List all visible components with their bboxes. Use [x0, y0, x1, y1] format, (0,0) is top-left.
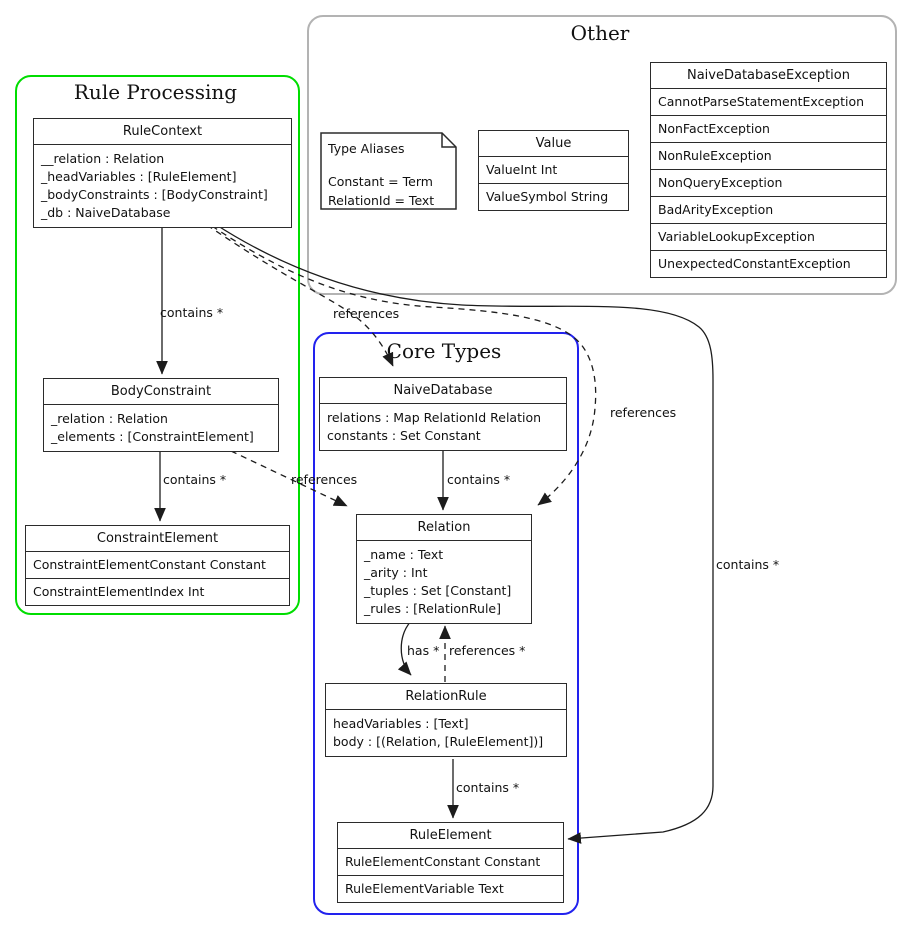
group-rule-processing: [15, 75, 300, 615]
edge-label-contains: contains *: [447, 472, 511, 487]
class-rulecontext: RuleContext __relation : Relation _headV…: [33, 118, 292, 228]
field: _elements : [ConstraintElement]: [51, 429, 254, 444]
class-fields: _name : Text _arity : Int _tuples : Set …: [357, 541, 531, 623]
class-title: RuleElement: [338, 823, 563, 849]
variant-row: VariableLookupException: [651, 223, 886, 250]
note-type-aliases: Type Aliases Constant = Term RelationId …: [328, 139, 453, 210]
field: headVariables : [Text]: [333, 716, 469, 731]
group-other: [307, 15, 897, 295]
group-title-other: Other: [570, 21, 630, 45]
class-fields: headVariables : [Text] body : [(Relation…: [326, 710, 566, 756]
variant-row: ConstraintElementConstant Constant: [33, 557, 266, 572]
edge-label-contains: contains *: [456, 780, 520, 795]
note-fold-icon: [441, 133, 456, 148]
edge-label-contains: contains *: [160, 305, 224, 320]
field: _name : Text: [364, 547, 444, 562]
class-ruleelement: RuleElement RuleElementConstant Constant…: [337, 822, 564, 903]
variant-row: ValueSymbol String: [479, 183, 628, 210]
class-fields: _relation : Relation _elements : [Constr…: [44, 405, 278, 451]
field: __relation : Relation: [41, 151, 165, 166]
class-title: BodyConstraint: [44, 379, 278, 405]
edge-label-contains: contains *: [163, 472, 227, 487]
class-relation: Relation _name : Text _arity : Int _tupl…: [356, 514, 532, 624]
class-title: Value: [479, 131, 628, 157]
class-title: ConstraintElement: [26, 526, 289, 552]
variant-row: CannotParseStatementException: [658, 94, 865, 109]
variant-row: NonRuleException: [651, 142, 886, 169]
edge-label-contains: contains *: [716, 557, 780, 572]
variant-row: RuleElementVariable Text: [338, 875, 563, 902]
field: relations : Map RelationId Relation: [327, 410, 542, 425]
edge-rulecontext-ruleelement-contains: [214, 223, 714, 844]
class-value: Value ValueInt Int ValueSymbol String: [478, 130, 629, 211]
class-title: RelationRule: [326, 684, 566, 710]
class-title: NaiveDatabase: [320, 378, 566, 404]
variant-row: RuleElementConstant Constant: [345, 854, 541, 869]
edge-rulecontext-naivedatabase-references: [206, 224, 394, 367]
class-naivedatabase: NaiveDatabase relations : Map RelationId…: [319, 377, 567, 451]
variant-row: NonFactException: [651, 115, 886, 142]
edge-label-references: references: [610, 405, 677, 420]
edge-rulecontext-relation-references: [211, 225, 597, 506]
edge-label-has: has *: [407, 643, 440, 658]
class-fields: relations : Map RelationId Relation cons…: [320, 404, 566, 450]
field: _arity : Int: [364, 565, 428, 580]
field: _relation : Relation: [51, 411, 168, 426]
note-shape: [320, 132, 457, 210]
class-constraintelement: ConstraintElement ConstraintElementConst…: [25, 525, 290, 606]
variant-row: UnexpectedConstantException: [651, 250, 886, 277]
class-bodyconstraint: BodyConstraint _relation : Relation _ele…: [43, 378, 279, 452]
class-relationrule: RelationRule headVariables : [Text] body…: [325, 683, 567, 757]
edge-label-references: references *: [449, 643, 526, 658]
variant-row: ValueInt Int: [486, 162, 558, 177]
group-core-types: [313, 332, 579, 915]
note-line: RelationId = Text: [328, 193, 435, 208]
class-fields: __relation : Relation _headVariables : […: [34, 145, 291, 227]
class-title: Relation: [357, 515, 531, 541]
group-title-rule-processing: Rule Processing: [73, 80, 238, 104]
note-line: Constant = Term: [328, 174, 433, 189]
variant-row: NonQueryException: [651, 169, 886, 196]
field: _tuples : Set [Constant]: [364, 583, 512, 598]
class-title: RuleContext: [34, 119, 291, 145]
variant-row: BadArityException: [651, 196, 886, 223]
field: constants : Set Constant: [327, 428, 481, 443]
field: _bodyConstraints : [BodyConstraint]: [41, 187, 268, 202]
edge-label-references: references: [333, 306, 400, 321]
field: _headVariables : [RuleElement]: [41, 169, 237, 184]
note-title: Type Aliases: [328, 141, 405, 156]
field: _rules : [RelationRule]: [364, 601, 501, 616]
group-title-core-types: Core Types: [386, 339, 502, 363]
variant-row: ConstraintElementIndex Int: [26, 578, 289, 605]
edge-label-references: references: [291, 472, 358, 487]
edge-relation-relationrule-has: [397, 620, 412, 676]
field: body : [(Relation, [RuleElement])]: [333, 734, 544, 749]
field: _db : NaiveDatabase: [41, 205, 171, 220]
class-title: NaiveDatabaseException: [651, 63, 886, 89]
class-naivedatabaseexception: NaiveDatabaseException CannotParseStatem…: [650, 62, 887, 278]
